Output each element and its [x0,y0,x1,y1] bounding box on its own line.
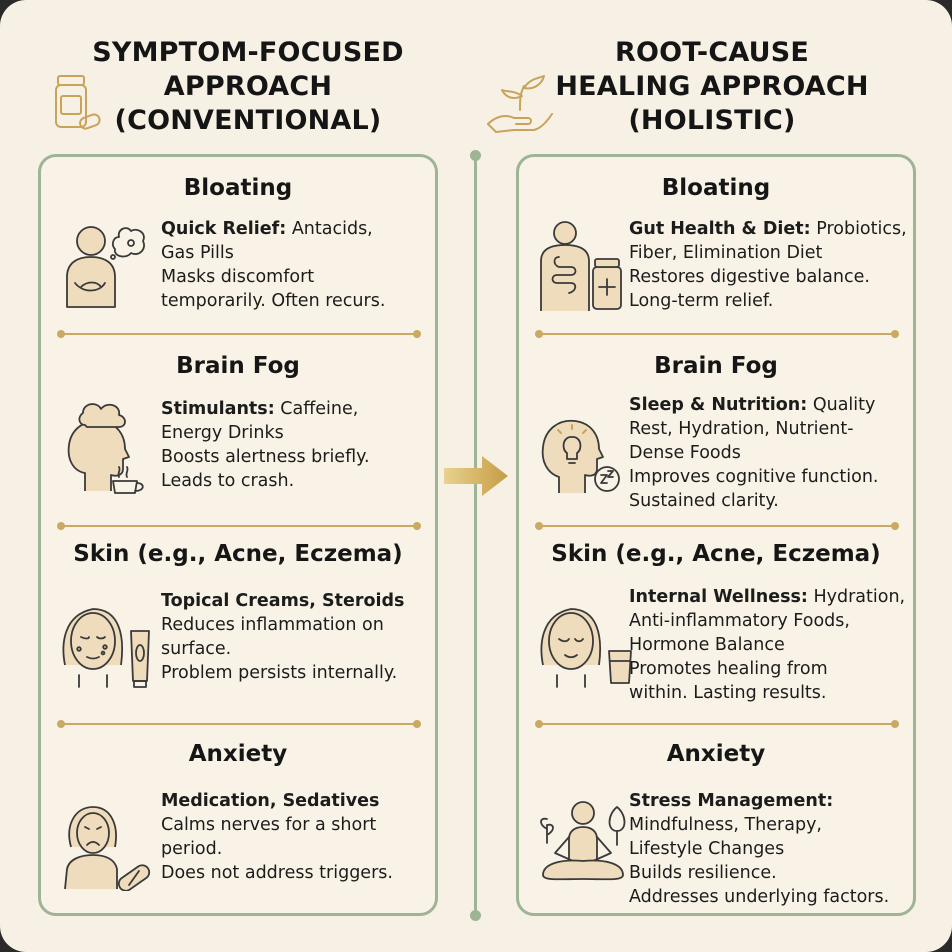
text-line: Internal Wellness: Hydration, [629,585,905,609]
text-line: Energy Drinks [161,423,284,443]
text-bold-label: Stress Management: [629,791,834,811]
text-body: Hydration, [807,587,906,607]
section-text: Medication, Sedatives Calms nerves for a… [161,789,393,885]
text-line: Reduces inflammation on [161,615,384,635]
text-bold-label: Topical Creams, Steroids [161,591,405,611]
right-title-line-2: HEALING APPROACH [555,71,869,102]
text-line: Improves cognitive function. [629,467,879,487]
section-divider [57,522,421,530]
section-divider [535,720,899,728]
hand-sprout-icon [487,75,553,133]
head-cloud-coffee-icon [67,403,144,494]
section-divider [57,720,421,728]
right-column-title: ROOT-CAUSE HEALING APPROACH (HOLISTIC) [502,36,922,138]
left-column-title: SYMPTOM-FOCUSED APPROACH (CONVENTIONAL) [38,36,458,138]
text-line: Restores digestive balance. [629,267,870,287]
center-line-top-dot [470,150,481,161]
text-line: Stimulants: Caffeine, [161,397,370,421]
arrow-right-icon [444,456,508,496]
section-text: Sleep & Nutrition: Quality Rest, Hydrati… [629,393,879,513]
section-text: Stimulants: Caffeine, Energy Drinks Boos… [161,397,370,493]
section-text: Gut Health & Diet: Probiotics, Fiber, El… [629,217,907,313]
right-panel: Bloating Gut Health & Diet: Probiotics, … [516,154,916,916]
text-bold-label: Quick Relief: [161,219,287,239]
section-title: Bloating [183,175,293,201]
section-divider [57,330,421,338]
section-divider [535,330,899,338]
text-line: Boosts alertness briefly. [161,447,370,467]
text-line: Leads to crash. [161,471,295,491]
text-line: Builds resilience. [629,863,777,883]
section-text: Stress Management: Mindfulness, Therapy,… [629,789,889,909]
text-line: Quick Relief: Antacids, [161,217,385,241]
section-title: Brain Fog [654,353,778,379]
text-line: Gas Pills [161,243,234,263]
meditating-person-icon [540,801,626,881]
text-line: Masks discomfort [161,267,315,287]
text-line: Topical Creams, Steroids [161,589,404,613]
person-bloated-icon [66,226,145,308]
worried-woman-pill-icon [64,806,151,891]
section-title: Brain Fog [176,353,300,379]
text-body: Caffeine, [274,399,359,419]
right-title-line-3: (HOLISTIC) [628,105,796,136]
text-body: Antacids, [286,219,373,239]
left-title-line-1: SYMPTOM-FOCUSED [92,37,404,68]
text-body: Quality [807,395,876,415]
text-line: Gut Health & Diet: Probiotics, [629,217,907,241]
text-line: Calms nerves for a short [161,815,377,835]
text-line: Long-term relief. [629,291,774,311]
text-bold-label: Stimulants: [161,399,275,419]
gut-supplement-icon [540,221,622,311]
left-title-line-2: APPROACH [163,71,333,102]
section-title: Anxiety [666,741,766,767]
text-line: Problem persists internally. [161,663,398,683]
text-bold-label: Sleep & Nutrition: [629,395,808,415]
center-divider-line [474,156,477,916]
text-body: Probiotics, [810,219,907,239]
section-title: Skin (e.g., Acne, Eczema) [551,541,881,567]
section-text: Quick Relief: Antacids, Gas Pills Masks … [161,217,385,313]
text-line: Rest, Hydration, Nutrient- [629,419,854,439]
face-cream-tube-icon [62,608,150,688]
text-line: Sustained clarity. [629,491,779,511]
text-line: Does not address triggers. [161,863,393,883]
pill-bottle-icon [55,75,101,130]
text-line: Promotes healing from [629,659,828,679]
text-line: Anti-inflammatory Foods, [629,611,850,631]
text-line: temporarily. Often recurs. [161,291,386,311]
text-bold-label: Gut Health & Diet: [629,219,811,239]
section-title: Anxiety [188,741,288,767]
left-title-line-3: (CONVENTIONAL) [114,105,382,136]
section-divider [535,522,899,530]
left-panel: Bloating Quick Relief: Antacids, Gas Pil… [38,154,438,916]
text-line: within. Lasting results. [629,683,827,703]
text-line: Hormone Balance [629,635,785,655]
calm-face-water-icon [540,608,632,688]
text-line: Mindfulness, Therapy, [629,815,822,835]
text-line: Addresses underlying factors. [629,887,890,907]
text-line: Stress Management: [629,789,889,813]
section-text: Internal Wellness: Hydration, Anti-infla… [629,585,905,705]
text-line: Dense Foods [629,443,741,463]
section-title: Skin (e.g., Acne, Eczema) [73,541,403,567]
text-line: Sleep & Nutrition: Quality [629,393,879,417]
text-line: Medication, Sedatives [161,789,393,813]
section-text: Topical Creams, Steroids Reduces inflamm… [161,589,404,685]
text-line: Fiber, Elimination Diet [629,243,823,263]
text-bold-label: Medication, Sedatives [161,791,380,811]
text-bold-label: Internal Wellness: [629,587,808,607]
text-line: Lifestyle Changes [629,839,785,859]
section-title: Bloating [661,175,771,201]
head-lightbulb-sleep-icon [541,419,620,493]
text-line: period. [161,839,223,859]
center-line-bottom-dot [470,910,481,921]
text-line: surface. [161,639,232,659]
right-title-line-1: ROOT-CAUSE [614,37,810,68]
